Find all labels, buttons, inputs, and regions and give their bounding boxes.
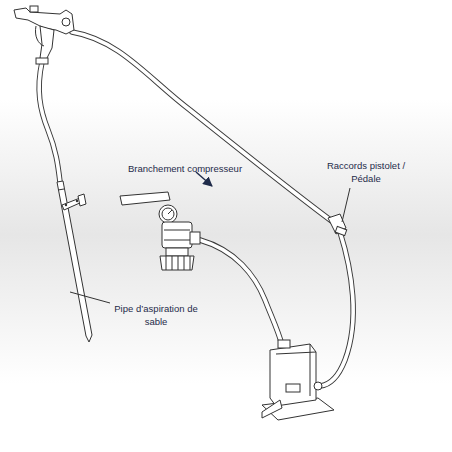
part-label: Pipe d’aspiration de sable	[110, 302, 202, 328]
part-label: Raccords pistolet / Pédale	[320, 159, 412, 185]
suction-pipe	[57, 181, 92, 342]
foot-pedal	[262, 340, 334, 420]
hoses	[39, 32, 353, 386]
spray-gun	[14, 6, 74, 64]
leader-lines	[70, 172, 350, 303]
part-label: Branchement compresseur	[128, 162, 258, 175]
pressure-regulator	[120, 192, 200, 270]
hose-fitting	[328, 214, 347, 236]
